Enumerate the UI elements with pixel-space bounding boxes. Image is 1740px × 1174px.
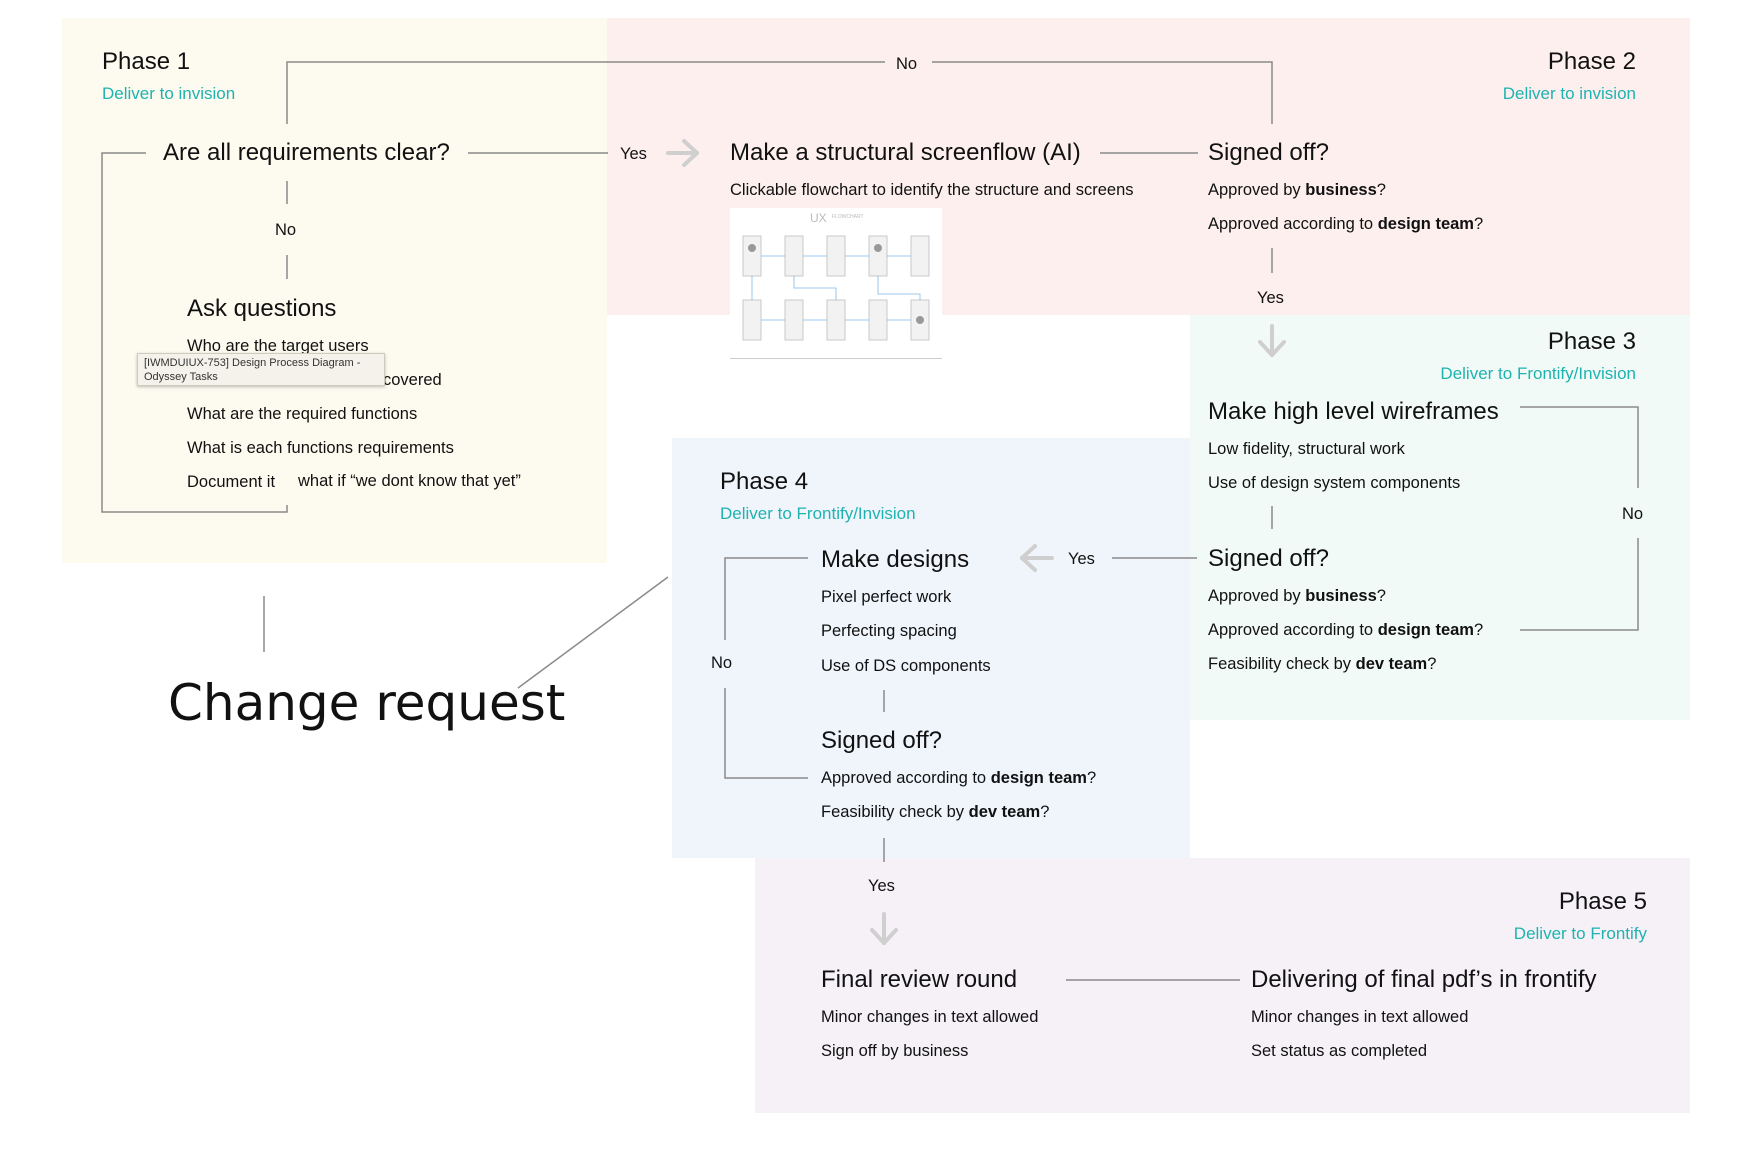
tooltip: [IWMDUIUX-753] Design Process Diagram - …	[137, 353, 385, 386]
phase-5-title: Phase 5	[1558, 888, 1647, 915]
screenflow-desc: Clickable flowchart to identify the stru…	[730, 181, 1134, 199]
ask-item: Document it	[187, 473, 276, 491]
phase-4-panel	[672, 438, 1190, 858]
wireframes-title: Make high level wireframes	[1208, 398, 1499, 425]
designs-item: Pixel perfect work	[821, 588, 952, 606]
phase-1-deliver: Deliver to invision	[102, 84, 236, 103]
p3-signoff-line1: Approved by business?	[1208, 587, 1386, 605]
flowchart-thumbnail: UX FLOWCHART	[730, 208, 942, 359]
phase-5-panel	[755, 858, 1690, 1113]
ask-questions-title: Ask questions	[187, 295, 337, 322]
phase-4-title: Phase 4	[720, 468, 809, 495]
p2-signoff-title: Signed off?	[1208, 139, 1329, 166]
arrow-down-icon	[870, 912, 898, 945]
arrow-right-icon	[666, 139, 699, 167]
arrow-left-icon	[1020, 544, 1054, 572]
p2-signoff-line2: Approved according to design team?	[1208, 215, 1484, 233]
ask-item: covered	[383, 371, 442, 389]
connector-no-top-right	[932, 61, 1273, 124]
ask-item: Who are the target users	[187, 337, 369, 355]
p4-signoff-line2: Feasibility check by dev team?	[821, 803, 1050, 821]
flowchart-thumbnail-graphic: UX FLOWCHART	[742, 211, 930, 341]
designs-item: Use of DS components	[821, 657, 991, 675]
designs-item: Perfecting spacing	[821, 622, 957, 640]
requirements-question: Are all requirements clear?	[163, 139, 450, 166]
label-yes: Yes	[1257, 289, 1284, 307]
label-no: No	[275, 221, 297, 239]
p4-signoff-title: Signed off?	[821, 727, 942, 754]
label-yes: Yes	[620, 145, 647, 163]
phase-3-panel	[1190, 315, 1690, 720]
phase-2-deliver: Deliver to invision	[1502, 84, 1636, 103]
thumb-flowchart-text: FLOWCHART	[832, 214, 864, 220]
ask-item: What is each functions requirements	[187, 439, 454, 457]
screenflow-title: Make a structural screenflow (AI)	[730, 139, 1081, 166]
designs-title: Make designs	[821, 546, 970, 573]
p3-signoff-title: Signed off?	[1208, 545, 1329, 572]
delivering-title: Delivering of final pdf’s in frontify	[1251, 966, 1597, 993]
phase-3-deliver: Deliver to Frontify/Invision	[1440, 364, 1636, 383]
p4-signoff-line1: Approved according to design team?	[821, 769, 1097, 787]
label-yes: Yes	[1068, 550, 1095, 568]
delivering-item: Set status as completed	[1251, 1042, 1428, 1060]
ask-item: What are the required functions	[187, 405, 418, 423]
ask-item-note: what if “we dont know that yet”	[298, 472, 521, 490]
label-no: No	[711, 654, 733, 672]
delivering-item: Minor changes in text allowed	[1251, 1008, 1469, 1026]
connector-no-top	[286, 61, 885, 124]
phase-1-panel	[62, 18, 607, 563]
phase-3-title: Phase 3	[1547, 328, 1636, 355]
p3-signoff-line3: Feasibility check by dev team?	[1208, 655, 1437, 673]
arrow-down-icon	[1258, 324, 1286, 357]
connector-p4-no-loop-bottom	[724, 688, 808, 779]
thumb-ux-text: UX	[810, 211, 827, 225]
final-review-title: Final review round	[821, 966, 1018, 993]
connector-p4-no-loop-top	[724, 557, 808, 640]
final-review-item: Minor changes in text allowed	[821, 1008, 1039, 1026]
connector-change-request-diagonal	[517, 576, 669, 689]
connector-p3-no-loop-top	[1520, 406, 1639, 488]
wireframes-item: Low fidelity, structural work	[1208, 440, 1405, 458]
connector-left-loop	[101, 152, 288, 513]
change-request-title: Change request	[168, 674, 566, 732]
connector-p3-no-loop-bottom	[1520, 538, 1639, 631]
label-yes: Yes	[868, 877, 895, 895]
label-no: No	[896, 55, 918, 73]
p3-signoff-line2: Approved according to design team?	[1208, 621, 1484, 639]
p2-signoff-line1: Approved by business?	[1208, 181, 1386, 199]
phase-1-title: Phase 1	[102, 48, 191, 75]
label-no: No	[1622, 505, 1644, 523]
phase-4-deliver: Deliver to Frontify/Invision	[720, 504, 916, 523]
phase-2-title: Phase 2	[1547, 48, 1636, 75]
phase-5-deliver: Deliver to Frontify	[1513, 924, 1647, 943]
final-review-item: Sign off by business	[821, 1042, 969, 1060]
wireframes-item: Use of design system components	[1208, 474, 1461, 492]
